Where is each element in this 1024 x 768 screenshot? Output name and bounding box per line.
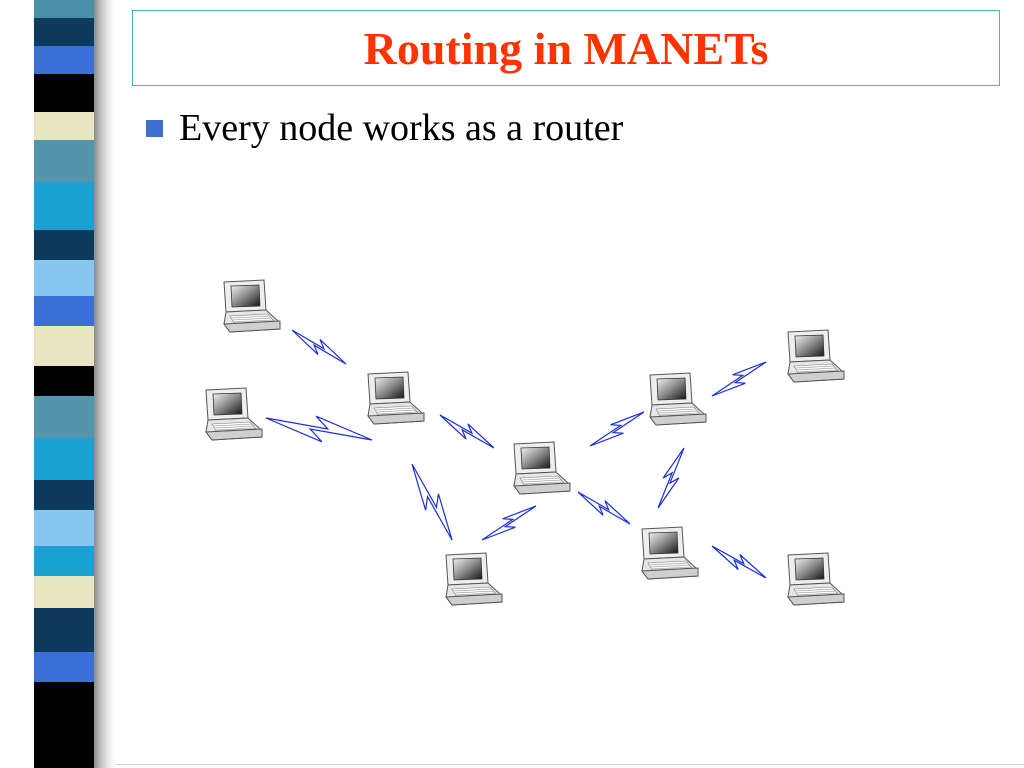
decorative-stripe — [34, 230, 94, 260]
footer-rule — [116, 764, 1024, 765]
decorative-stripe — [34, 480, 94, 510]
wireless-bolt-icon — [577, 491, 631, 525]
decorative-stripe — [34, 18, 94, 46]
decorative-stripe — [34, 546, 94, 576]
decorative-stripe-shadow — [94, 0, 116, 768]
decorative-stripe — [34, 260, 94, 296]
laptop-icon — [513, 441, 571, 495]
wireless-bolt-icon — [481, 505, 537, 541]
decorative-stripe — [34, 46, 94, 74]
wireless-bolt-icon — [411, 463, 453, 541]
laptop-icon — [787, 552, 845, 606]
laptop-icon — [223, 279, 281, 333]
decorative-stripe — [34, 576, 94, 608]
laptop-icon — [787, 329, 845, 383]
decorative-stripe — [34, 112, 94, 140]
wireless-bolt-icon — [657, 447, 685, 509]
square-bullet-icon — [146, 119, 163, 137]
decorative-stripe — [34, 652, 94, 682]
decorative-stripe — [34, 396, 94, 438]
laptop-icon — [367, 371, 425, 425]
decorative-stripe — [34, 0, 94, 18]
decorative-stripe — [34, 326, 94, 366]
decorative-stripe — [34, 718, 94, 768]
decorative-stripe — [34, 366, 94, 396]
bullet-text: Every node works as a router — [179, 107, 624, 149]
wireless-bolt-icon — [265, 415, 373, 443]
wireless-bolt-icon — [439, 414, 495, 449]
laptop-icon — [641, 526, 699, 580]
decorative-stripe — [34, 296, 94, 326]
decorative-stripe — [34, 682, 94, 718]
wireless-bolt-icon — [291, 329, 347, 365]
decorative-stripe — [34, 438, 94, 480]
slide-title: Routing in MANETs — [363, 22, 769, 74]
bullet-item: Every node works as a router — [146, 106, 623, 150]
decorative-stripe — [34, 608, 94, 652]
laptop-icon — [649, 372, 707, 426]
laptop-icon — [445, 552, 503, 606]
wireless-bolt-icon — [711, 361, 767, 397]
wireless-bolt-icon — [711, 545, 767, 579]
decorative-stripe-bar — [34, 0, 94, 768]
decorative-stripe — [34, 510, 94, 546]
decorative-stripe — [34, 182, 94, 230]
laptop-icon — [205, 387, 263, 441]
slide-title-box: Routing in MANETs — [132, 10, 1000, 86]
decorative-stripe — [34, 140, 94, 182]
wireless-bolt-icon — [589, 411, 645, 447]
decorative-stripe — [34, 74, 94, 112]
